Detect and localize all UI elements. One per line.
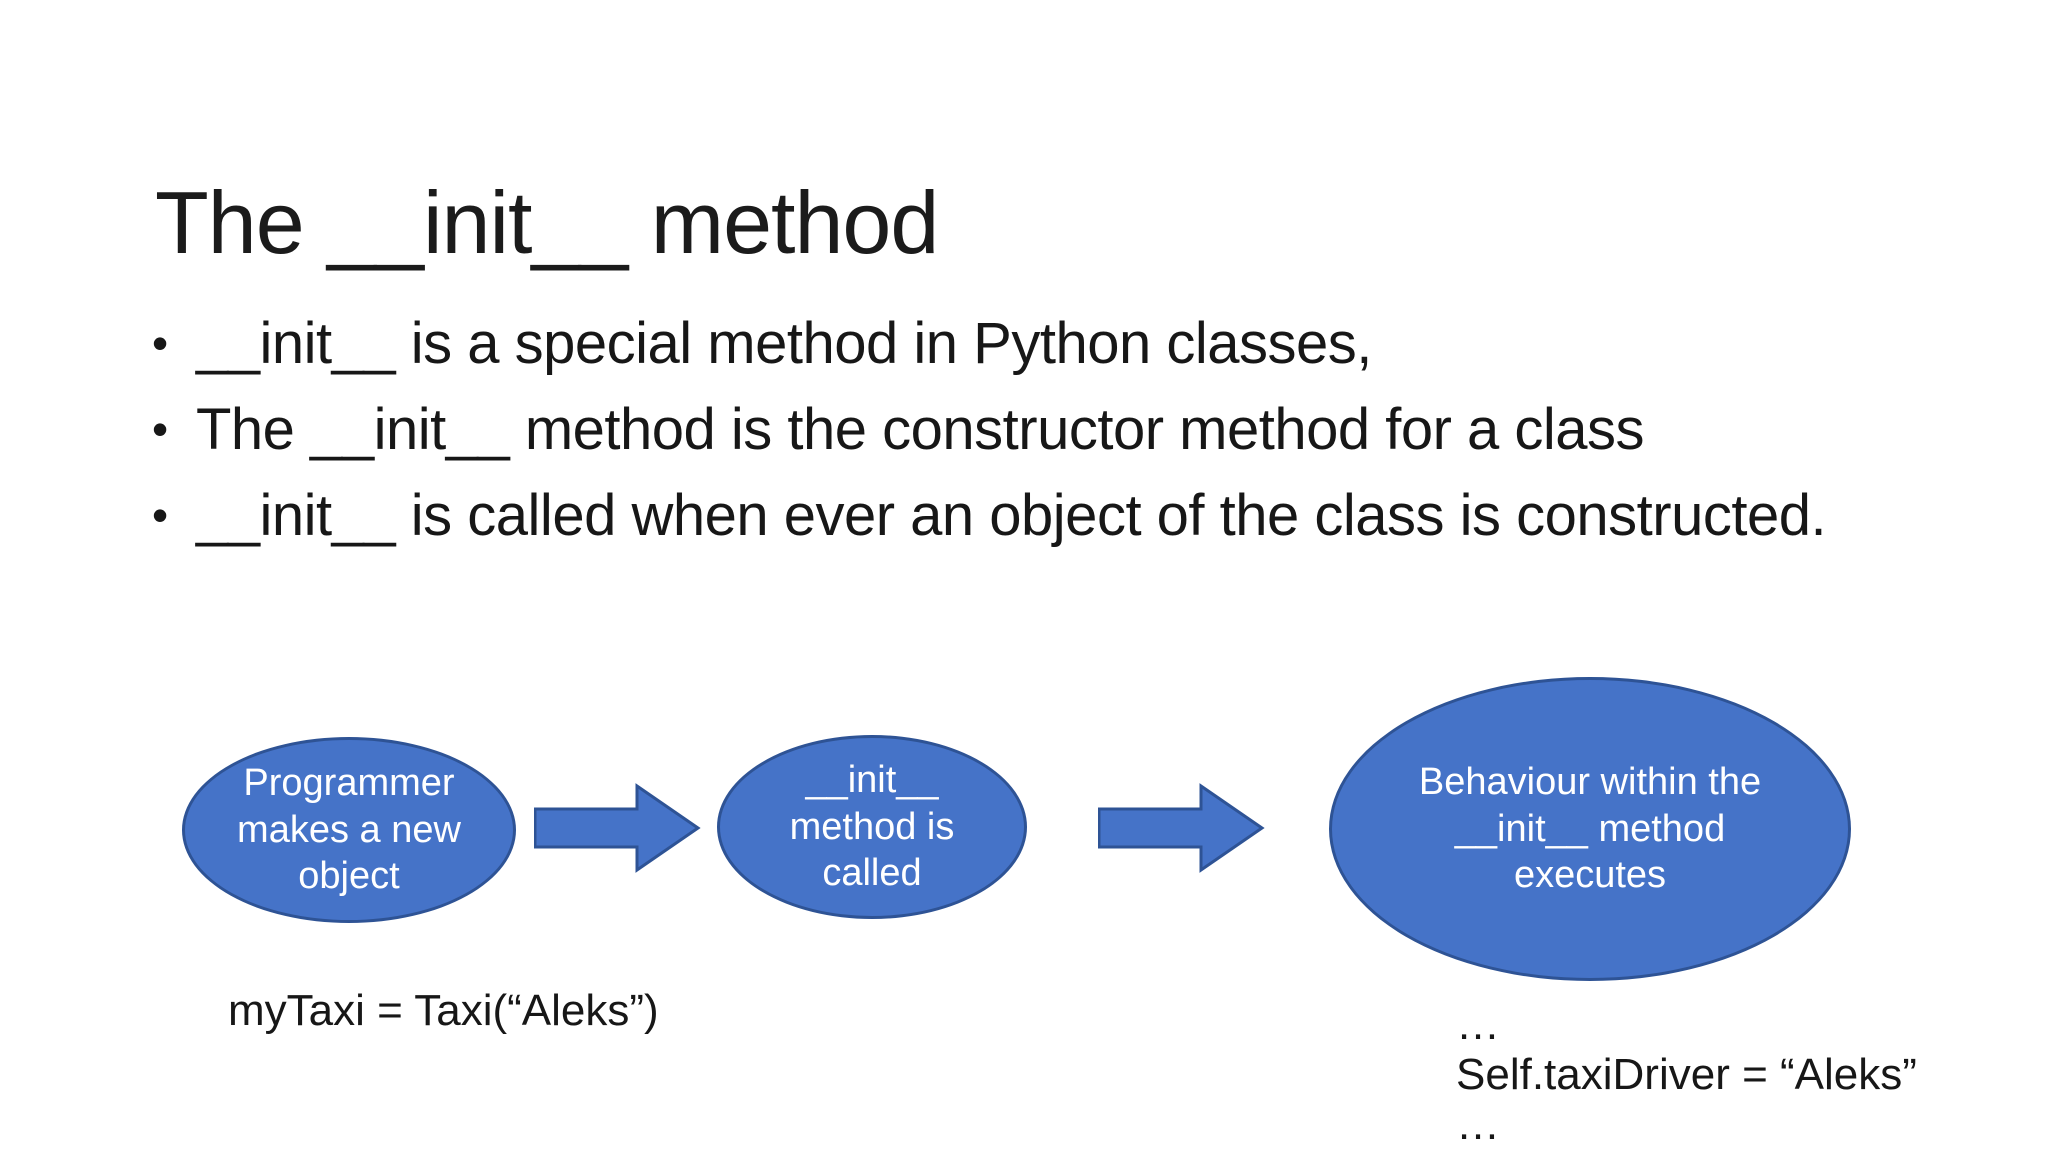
bullet-text: The __init__ method is the constructor m… xyxy=(196,396,1645,462)
ellipse-node-behaviour-executes: Behaviour within the __init__ method exe… xyxy=(1329,677,1851,981)
right-block-arrow-icon xyxy=(534,783,701,873)
code-caption-line: Self.taxiDriver = “Aleks” xyxy=(1456,1050,1917,1099)
code-caption-line: … xyxy=(1456,1000,1500,1049)
code-caption-line: … xyxy=(1456,1100,1500,1149)
bullet-icon: • xyxy=(152,317,168,369)
right-block-arrow-icon xyxy=(1098,783,1265,873)
right-block-arrow-shape xyxy=(1098,783,1265,873)
bullet-text: __init__ is a special method in Python c… xyxy=(196,310,1372,376)
code-caption-taxidriver: … Self.taxiDriver = “Aleks” … xyxy=(1456,1000,1917,1150)
bullet-item: • __init__ is called when ever an object… xyxy=(152,472,1827,558)
bullet-list: • __init__ is a special method in Python… xyxy=(152,300,1827,558)
right-block-arrow-shape xyxy=(534,783,701,873)
code-caption-mytaxi: myTaxi = Taxi(“Aleks”) xyxy=(228,986,659,1035)
ellipse-node-programmer-makes-object: Programmer makes a new object xyxy=(182,737,516,923)
slide-title: The __init__ method xyxy=(155,172,939,272)
bullet-icon: • xyxy=(152,489,168,541)
bullet-item: • The __init__ method is the constructor… xyxy=(152,386,1826,472)
bullet-item: • __init__ is a special method in Python… xyxy=(152,300,1826,386)
bullet-icon: • xyxy=(152,403,168,455)
ellipse-node-init-method-called: __init__ method is called xyxy=(717,735,1027,919)
bullet-text: __init__ is called when ever an object o… xyxy=(196,482,1827,548)
